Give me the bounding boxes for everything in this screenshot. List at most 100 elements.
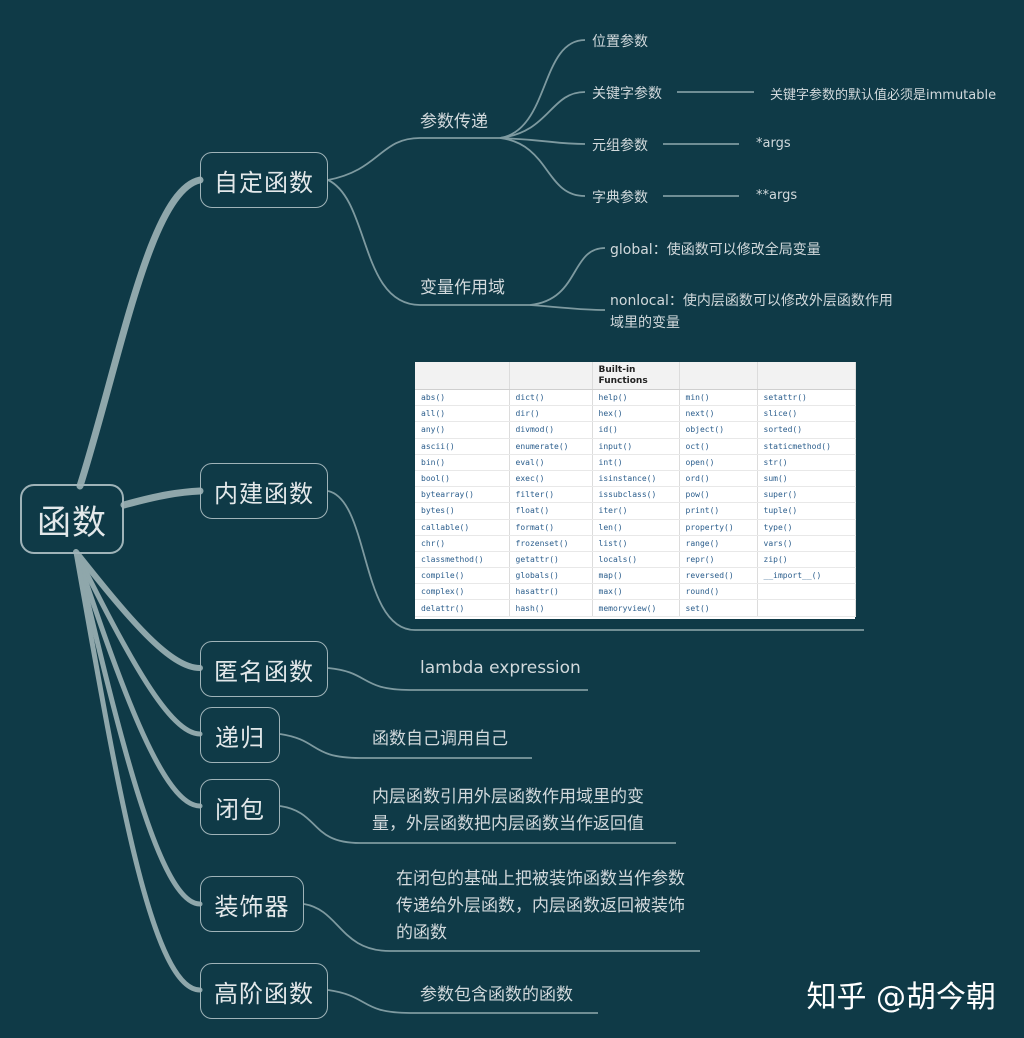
node-higher-order[interactable]: 高阶函数 [200,963,328,1019]
closure-desc: 内层函数引用外层函数作用域里的变量，外层函数把内层函数当作返回值 [372,787,644,835]
table-cell: next() [679,405,758,423]
table-cell: sorted() [757,421,856,439]
table-cell: hash() [509,599,593,617]
table-cell: float() [509,502,593,520]
connector-positional [499,39,586,139]
topic-global[interactable]: global：使函数可以修改全局变量 [610,242,821,258]
table-cell: print() [679,502,758,520]
table-row: bool()exec()isinstance()ord()sum() [415,470,856,488]
topic-nonlocal[interactable]: nonlocal：使内层函数可以修改外层函数作用域里的变量 [610,293,893,332]
node-anonymous-functions[interactable]: 匿名函数 [200,641,328,697]
watermark: 知乎 @胡今朝 [806,980,996,1015]
connector-global [529,247,606,306]
table-cell: bool() [415,470,510,488]
table-row: classmethod()getattr()locals()repr()zip(… [415,551,856,569]
connector-param-passing [327,137,500,181]
node-custom-functions[interactable]: 自定函数 [200,152,328,208]
table-cell: hasattr() [509,583,593,601]
connector-root-closure [73,549,203,809]
table-cell: complex() [415,583,510,601]
topic-dict-params[interactable]: 字典参数 [592,190,648,206]
table-cell: input() [592,438,680,455]
table-row: bytes()float()iter()print()tuple() [415,502,856,520]
node-anonymous-label: 匿名函数 [214,657,314,686]
connector-nonlocal [529,304,606,311]
table-cell: property() [679,519,758,536]
table-cell: abs() [415,389,510,407]
node-builtin-functions[interactable]: 内建函数 [200,463,328,519]
table-cell: classmethod() [415,551,510,569]
table-cell: super() [757,486,856,504]
table-cell: eval() [509,454,593,471]
connector-root-recursion [73,549,203,737]
table-cell: dir() [509,405,593,423]
table-cell: any() [415,421,510,439]
table-cell: reversed() [679,567,758,585]
table-cell: callable() [415,519,510,536]
topic-tuple-params[interactable]: 元组参数 [592,138,648,154]
topic-scope[interactable]: 变量作用域 [420,278,505,298]
node-closure[interactable]: 闭包 [200,779,280,835]
connector-higher-order-desc [327,989,598,1014]
node-decorator[interactable]: 装饰器 [200,876,304,932]
table-row: callable()format()len()property()type() [415,519,856,536]
connector-root-builtin [120,487,204,509]
table-row: delattr()hash()memoryview()set() [415,599,856,617]
connector-dict [499,137,586,197]
table-cell: ord() [679,470,758,488]
node-builtin-label: 内建函数 [214,479,314,508]
table-cell: min() [679,389,758,407]
table-cell: divmod() [509,421,593,439]
table-cell: delattr() [415,599,510,617]
table-cell: bytearray() [415,486,510,504]
table-cell: staticmethod() [757,438,856,455]
table-cell: getattr() [509,551,593,569]
table-cell: object() [679,421,758,439]
table-cell: sum() [757,470,856,488]
connector-keyword [499,91,586,139]
table-cell: __import__() [757,567,856,585]
table-cell: len() [592,519,680,536]
topic-param-passing[interactable]: 参数传递 [420,112,488,132]
recursion-desc: 函数自己调用自己 [372,729,508,749]
connector-closure-desc [279,805,676,844]
topic-keyword-params[interactable]: 关键字参数 [592,86,662,102]
node-decorator-label: 装饰器 [214,892,290,921]
table-cell: isinstance() [592,470,680,488]
table-cell: filter() [509,486,593,504]
table-row: bytearray()filter()issubclass()pow()supe… [415,486,856,504]
connector-anonymous-desc [327,667,588,691]
table-row: compile()globals()map()reversed()__impor… [415,567,856,585]
table-cell: hex() [592,405,680,423]
note-kwargs: **args [756,188,798,203]
table-cell: all() [415,405,510,423]
connector-tuple [499,137,586,145]
node-recursion[interactable]: 递归 [200,707,280,763]
table-cell: type() [757,519,856,536]
builtin-functions-table: Built-in Functions abs()dict()help()min(… [415,362,856,619]
root-node[interactable]: 函数 [20,484,124,554]
decorator-desc: 在闭包的基础上把被装饰函数当作参数传递给外层函数，内层函数返回被装饰的函数 [396,869,685,944]
table-cell: zip() [757,551,856,569]
table-row: all()dir()hex()next()slice() [415,405,856,423]
table-cell: dict() [509,389,593,407]
table-cell: slice() [757,405,856,423]
topic-positional-params[interactable]: 位置参数 [592,34,648,50]
table-cell: repr() [679,551,758,569]
table-cell: issubclass() [592,486,680,504]
table-cell: vars() [757,535,856,552]
table-cell: ascii() [415,438,510,455]
table-cell: format() [509,519,593,536]
connector-decorator-desc [303,903,700,952]
connector-root-decorator [73,549,203,907]
table-cell: oct() [679,438,758,455]
table-cell: max() [592,583,680,601]
node-custom-label: 自定函数 [214,168,314,197]
connector-builtin-table [327,490,864,631]
note-keyword-default: 关键字参数的默认值必须是immutable [770,88,997,103]
root-label: 函数 [37,502,107,543]
higher-order-desc: 参数包含函数的函数 [420,985,573,1005]
node-closure-label: 闭包 [215,795,265,824]
table-cell: bin() [415,454,510,471]
